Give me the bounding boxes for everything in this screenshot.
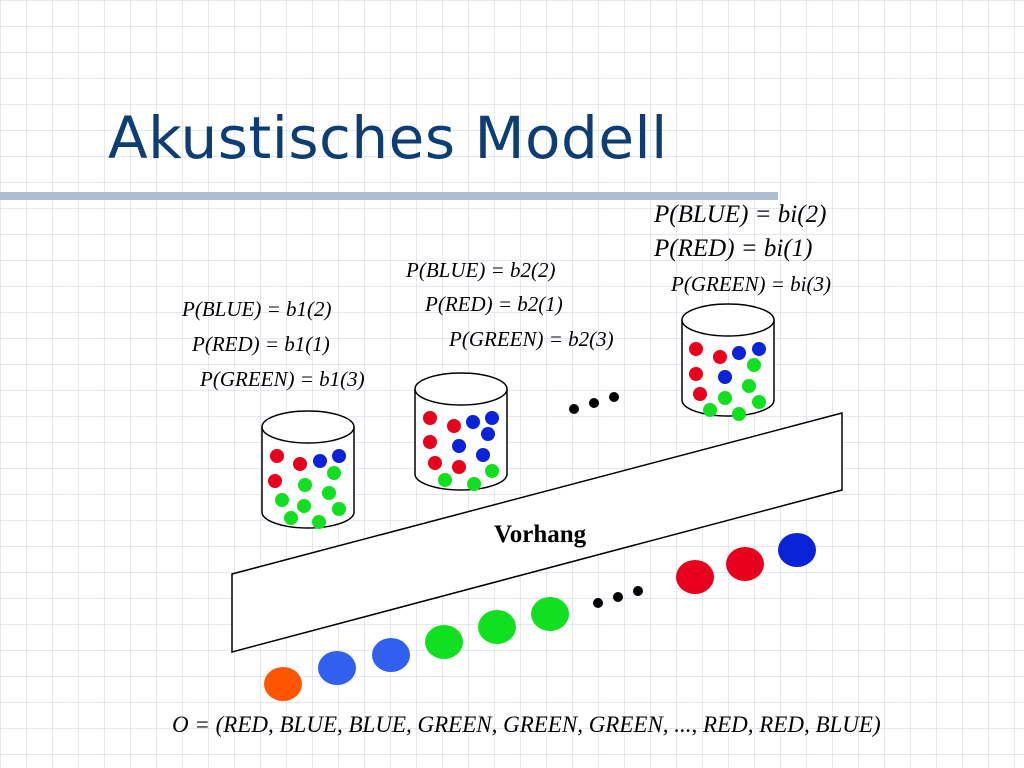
ball-green — [298, 478, 312, 492]
ball-green — [747, 358, 761, 372]
observed-ball-red — [726, 547, 764, 581]
urn-2 — [414, 372, 508, 491]
ball-red — [713, 350, 727, 364]
ball-blue — [732, 346, 746, 360]
ball-blue — [466, 415, 480, 429]
ball-blue — [485, 411, 499, 425]
urn-ellipsis — [569, 392, 619, 414]
urn1-formula-green: P(GREEN) = b1(3) — [200, 367, 365, 391]
ball-green — [297, 499, 311, 513]
observed-ball-green — [425, 625, 463, 659]
slide-title: Akustisches Modell — [108, 104, 668, 172]
observed-balls — [264, 533, 816, 701]
ball-red — [447, 419, 461, 433]
observed-ball-blue — [318, 651, 356, 685]
urn-1 — [261, 410, 355, 529]
urn2-formula-blue: P(BLUE) = b2(2) — [406, 258, 556, 282]
urni-formula-green: P(GREEN) = bi(3) — [671, 272, 831, 296]
ball-red — [428, 456, 442, 470]
ball-green — [485, 464, 499, 478]
ball-blue — [718, 370, 732, 384]
observed-ball-orange — [264, 667, 302, 701]
urn2-formula-green: P(GREEN) = b2(3) — [449, 327, 614, 351]
observed-ball-blue — [778, 533, 816, 567]
ball-green — [284, 511, 298, 525]
ball-green — [312, 515, 326, 529]
ball-blue — [313, 454, 327, 468]
ball-green — [467, 477, 481, 491]
ball-red — [689, 342, 703, 356]
urn1-formula-red: P(RED) = b1(1) — [192, 332, 330, 356]
ball-red — [268, 474, 282, 488]
ball-red — [293, 457, 307, 471]
ball-blue — [752, 342, 766, 356]
ball-green — [732, 407, 746, 421]
ball-green — [322, 486, 336, 500]
ball-blue — [452, 439, 466, 453]
urn2-formula-red: P(RED) = b2(1) — [425, 292, 563, 316]
ball-red — [423, 435, 437, 449]
urn1-formula-blue: P(BLUE) = b1(2) — [182, 297, 332, 321]
ball-green — [703, 403, 717, 417]
curtain — [231, 412, 843, 653]
ball-green — [332, 502, 346, 516]
ball-green — [438, 473, 452, 487]
observed-ball-blue — [372, 638, 410, 672]
observed-ball-green — [531, 597, 569, 631]
ball-green — [327, 466, 341, 480]
urni-formula-red: P(RED) = bi(1) — [654, 235, 813, 262]
ball-green — [752, 395, 766, 409]
title-rule — [0, 192, 778, 200]
ball-red — [423, 411, 437, 425]
ball-green — [742, 379, 756, 393]
ball-blue — [476, 448, 490, 462]
urn-i — [681, 303, 775, 421]
observed-ball-green — [478, 610, 516, 644]
ball-green — [718, 391, 732, 405]
urni-formula-blue: P(BLUE) = bi(2) — [654, 201, 827, 228]
ball-blue — [332, 449, 346, 463]
curtain-label: Vorhang — [494, 521, 587, 548]
observation-sequence: O = (RED, BLUE, BLUE, GREEN, GREEN, GREE… — [172, 712, 881, 737]
observed-ball-red — [676, 560, 714, 594]
ball-red — [689, 367, 703, 381]
ball-green — [275, 493, 289, 507]
ball-red — [693, 387, 707, 401]
ball-red — [452, 460, 466, 474]
ball-blue — [481, 427, 495, 441]
ball-red — [270, 449, 284, 463]
